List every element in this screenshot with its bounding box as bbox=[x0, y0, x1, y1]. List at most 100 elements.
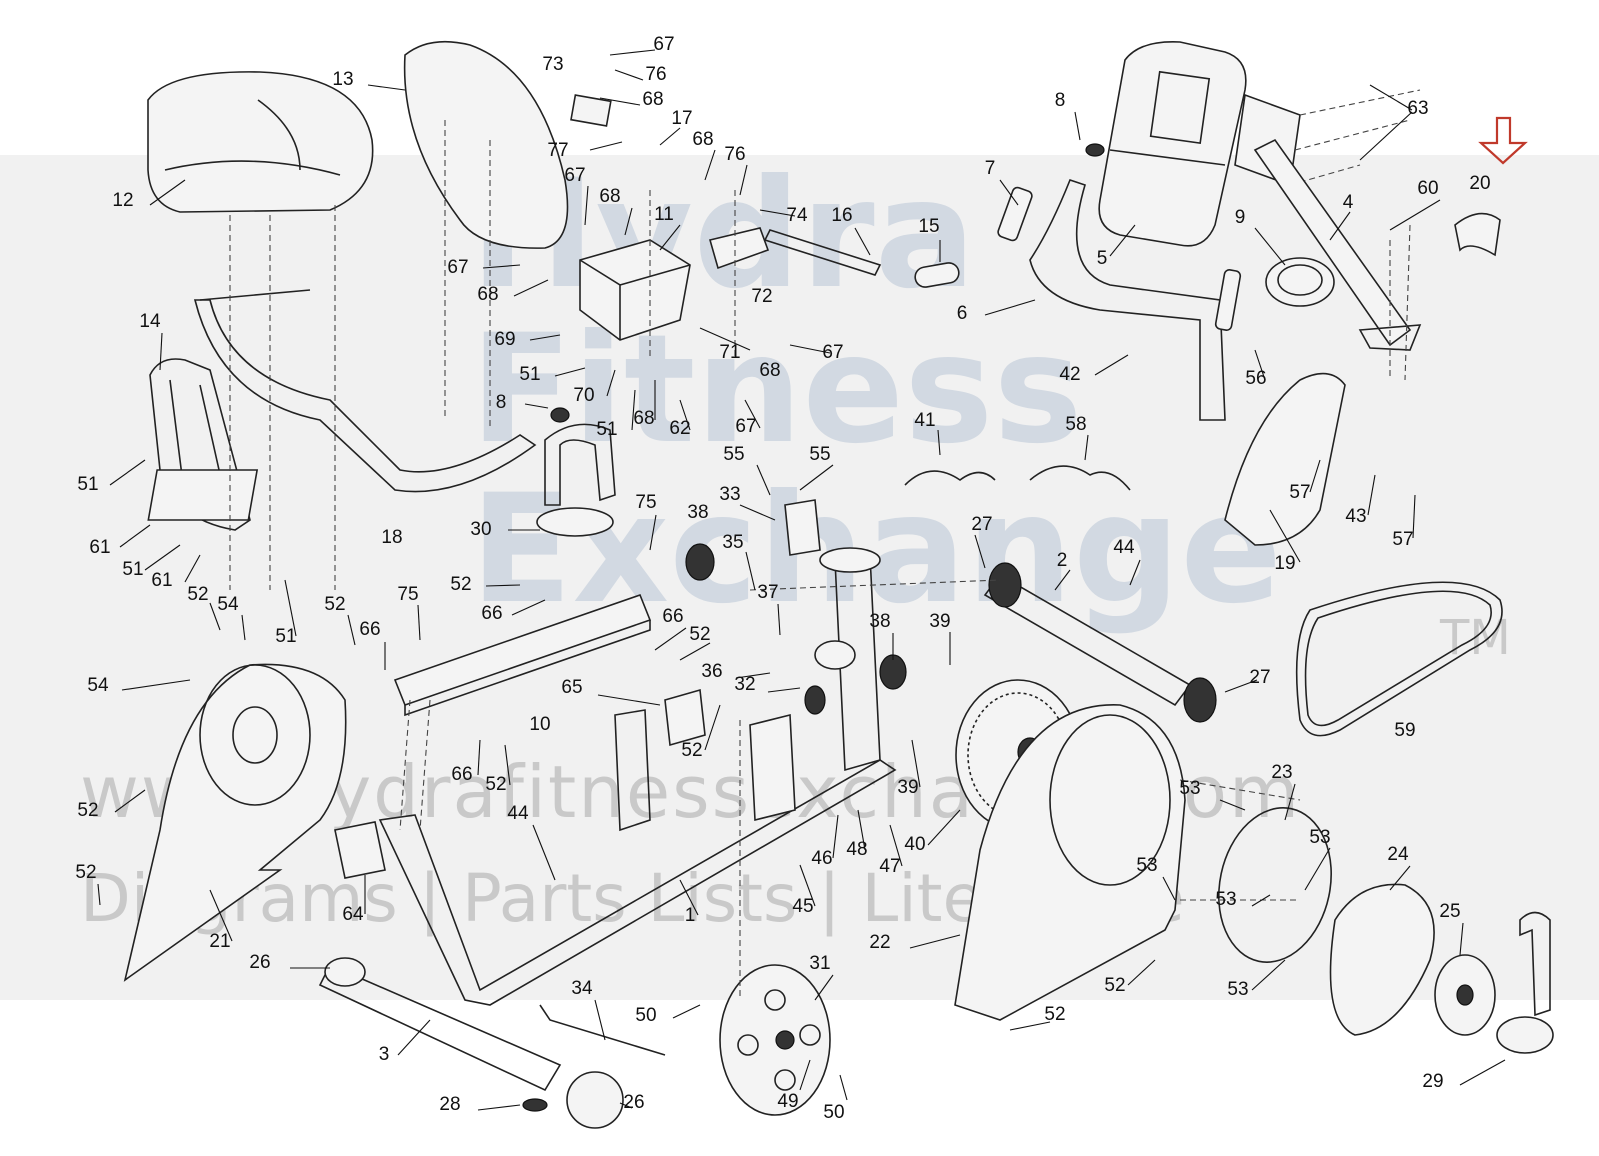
callout-68: 68 bbox=[692, 129, 713, 150]
leader-line bbox=[209, 889, 233, 942]
callout-44: 44 bbox=[507, 803, 529, 824]
seat-carriage bbox=[579, 239, 691, 341]
crank-covers bbox=[1218, 807, 1496, 1036]
leader-line bbox=[529, 334, 561, 341]
seat-cushion bbox=[147, 71, 374, 213]
callout-61: 61 bbox=[151, 570, 172, 591]
callout-58: 58 bbox=[1065, 414, 1086, 435]
leader-line bbox=[1459, 922, 1464, 956]
callout-67: 67 bbox=[735, 416, 756, 437]
idler-assembly bbox=[749, 685, 826, 822]
callout-53: 53 bbox=[1309, 827, 1330, 848]
callout-67: 67 bbox=[564, 165, 585, 186]
leader-line bbox=[1129, 559, 1141, 586]
callout-52: 52 bbox=[681, 740, 702, 761]
leader-line bbox=[121, 679, 191, 691]
leader-line bbox=[184, 554, 201, 583]
callout-9: 9 bbox=[1235, 207, 1246, 228]
callout-18: 18 bbox=[381, 527, 402, 548]
leader-line bbox=[927, 809, 961, 846]
callout-67: 67 bbox=[653, 34, 674, 55]
leader-line bbox=[1219, 799, 1246, 811]
leader-line bbox=[114, 789, 146, 813]
leader-line bbox=[511, 599, 546, 616]
leader-line bbox=[735, 672, 771, 679]
callout-24: 24 bbox=[1387, 844, 1409, 865]
callout-21: 21 bbox=[209, 931, 230, 952]
callout-54: 54 bbox=[217, 594, 239, 615]
leader-line bbox=[1254, 227, 1286, 266]
mast-cover bbox=[1454, 212, 1501, 257]
leader-line bbox=[799, 464, 834, 491]
callout-42: 42 bbox=[1059, 364, 1080, 385]
leader-line bbox=[1162, 876, 1176, 901]
callout-52: 52 bbox=[689, 624, 710, 645]
callout-64: 64 bbox=[342, 904, 364, 925]
leader-line bbox=[513, 279, 549, 297]
leader-line bbox=[777, 603, 781, 636]
leader-line bbox=[1309, 459, 1321, 493]
transport-wheel bbox=[719, 964, 831, 1116]
callout-38: 38 bbox=[869, 611, 890, 632]
leader-line bbox=[1329, 211, 1351, 241]
callout-60: 60 bbox=[1417, 178, 1438, 199]
callout-52: 52 bbox=[450, 574, 471, 595]
callout-52: 52 bbox=[77, 800, 98, 821]
leader-line bbox=[756, 464, 771, 496]
leader-line bbox=[624, 207, 633, 236]
highlight-arrow bbox=[1478, 116, 1528, 165]
leader-line bbox=[744, 399, 761, 429]
leader-line bbox=[1284, 783, 1296, 821]
leader-line bbox=[149, 179, 186, 206]
leader-line bbox=[659, 127, 681, 146]
callout-73: 73 bbox=[542, 54, 563, 75]
callout-67: 67 bbox=[447, 257, 468, 278]
callout-68: 68 bbox=[759, 360, 780, 381]
callout-20: 20 bbox=[1469, 173, 1490, 194]
leader-line bbox=[759, 209, 796, 217]
callout-74: 74 bbox=[786, 205, 808, 226]
callout-63: 63 bbox=[1407, 98, 1428, 119]
leader-line bbox=[554, 367, 586, 377]
cup-holder bbox=[1265, 257, 1335, 307]
pulse-grip bbox=[997, 186, 1242, 331]
leader-line bbox=[984, 299, 1036, 316]
callout-3: 3 bbox=[379, 1044, 390, 1065]
leader-line bbox=[832, 814, 839, 859]
leader-line bbox=[1459, 1059, 1506, 1086]
leader-line bbox=[854, 227, 871, 256]
callout-50: 50 bbox=[635, 1005, 656, 1026]
callout-66: 66 bbox=[359, 619, 380, 640]
callout-26: 26 bbox=[623, 1092, 644, 1113]
callout-51: 51 bbox=[122, 559, 143, 580]
leader-line bbox=[1009, 1021, 1051, 1031]
callout-6: 6 bbox=[957, 303, 968, 324]
callout-59: 59 bbox=[1394, 720, 1415, 741]
callout-39: 39 bbox=[897, 777, 918, 798]
callout-68: 68 bbox=[642, 89, 663, 110]
callout-52: 52 bbox=[1044, 1004, 1065, 1025]
callout-70: 70 bbox=[573, 385, 594, 406]
callout-53: 53 bbox=[1215, 889, 1236, 910]
leader-line bbox=[649, 514, 657, 551]
callout-69: 69 bbox=[494, 329, 515, 350]
leader-line bbox=[704, 149, 716, 181]
callout-27: 27 bbox=[1249, 667, 1270, 688]
callout-53: 53 bbox=[1179, 778, 1200, 799]
callout-76: 76 bbox=[724, 144, 745, 165]
main-frame bbox=[378, 547, 897, 1006]
callout-17: 17 bbox=[671, 108, 692, 129]
callout-55: 55 bbox=[809, 444, 830, 465]
leader-line bbox=[739, 504, 776, 521]
leader-line bbox=[1127, 959, 1156, 986]
callout-2: 2 bbox=[1057, 550, 1068, 571]
leader-line bbox=[699, 327, 751, 351]
leader-line bbox=[704, 704, 721, 751]
leader-line bbox=[606, 369, 616, 397]
leader-line bbox=[1367, 474, 1376, 516]
leader-line bbox=[1389, 199, 1441, 231]
leader-line bbox=[109, 459, 146, 486]
leader-line bbox=[477, 739, 481, 776]
leader-line bbox=[1251, 894, 1271, 907]
